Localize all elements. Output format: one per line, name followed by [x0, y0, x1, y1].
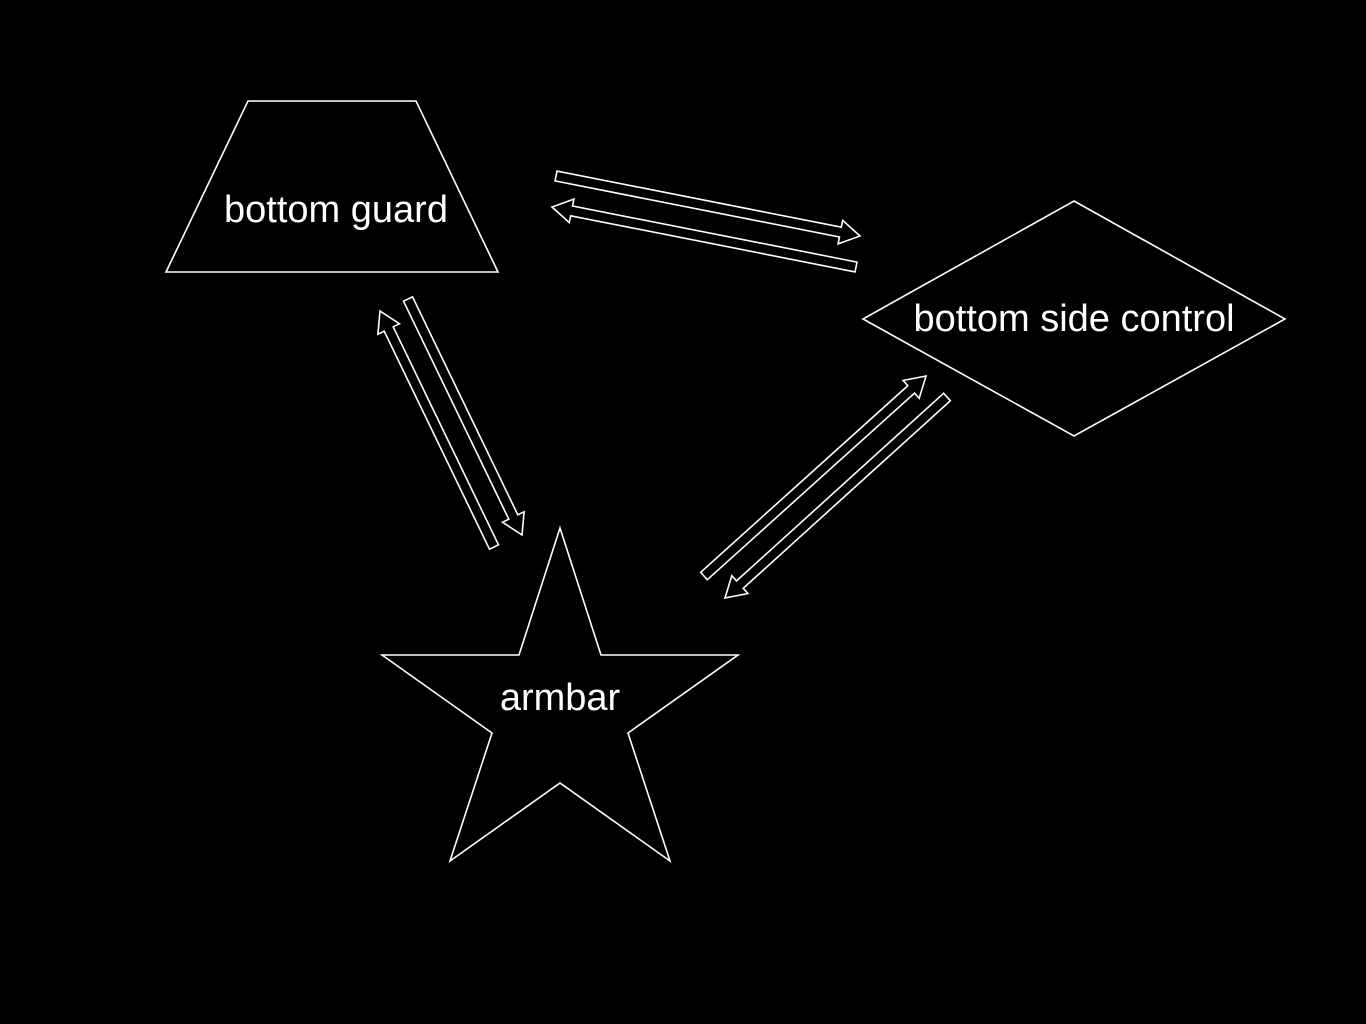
trapezoid-shape [164, 100, 500, 273]
arrow-bottom-side-control-to-bottom-guard[interactable] [550, 197, 858, 273]
diamond-shape [861, 200, 1287, 437]
arrow-bottom-guard-to-armbar[interactable] [402, 295, 526, 537]
node-label-armbar: armbar [500, 677, 621, 719]
arrow-bottom-guard-to-bottom-side-control[interactable] [554, 170, 862, 246]
node-label-bottom-guard: bottom guard [224, 189, 448, 231]
node-label-bottom-side-control: bottom side control [913, 298, 1234, 340]
edge-arrows [376, 170, 952, 600]
arrow-armbar-to-bottom-guard[interactable] [376, 309, 500, 551]
arrow-bottom-side-control-to-armbar[interactable] [723, 392, 952, 600]
node-armbar[interactable]: armbar [379, 525, 741, 864]
arrow-armbar-to-bottom-side-control[interactable] [699, 374, 928, 581]
node-bottom-guard[interactable]: bottom guard [164, 100, 500, 273]
node-bottom-side-control[interactable]: bottom side control [861, 200, 1287, 437]
star-shape [379, 525, 741, 864]
